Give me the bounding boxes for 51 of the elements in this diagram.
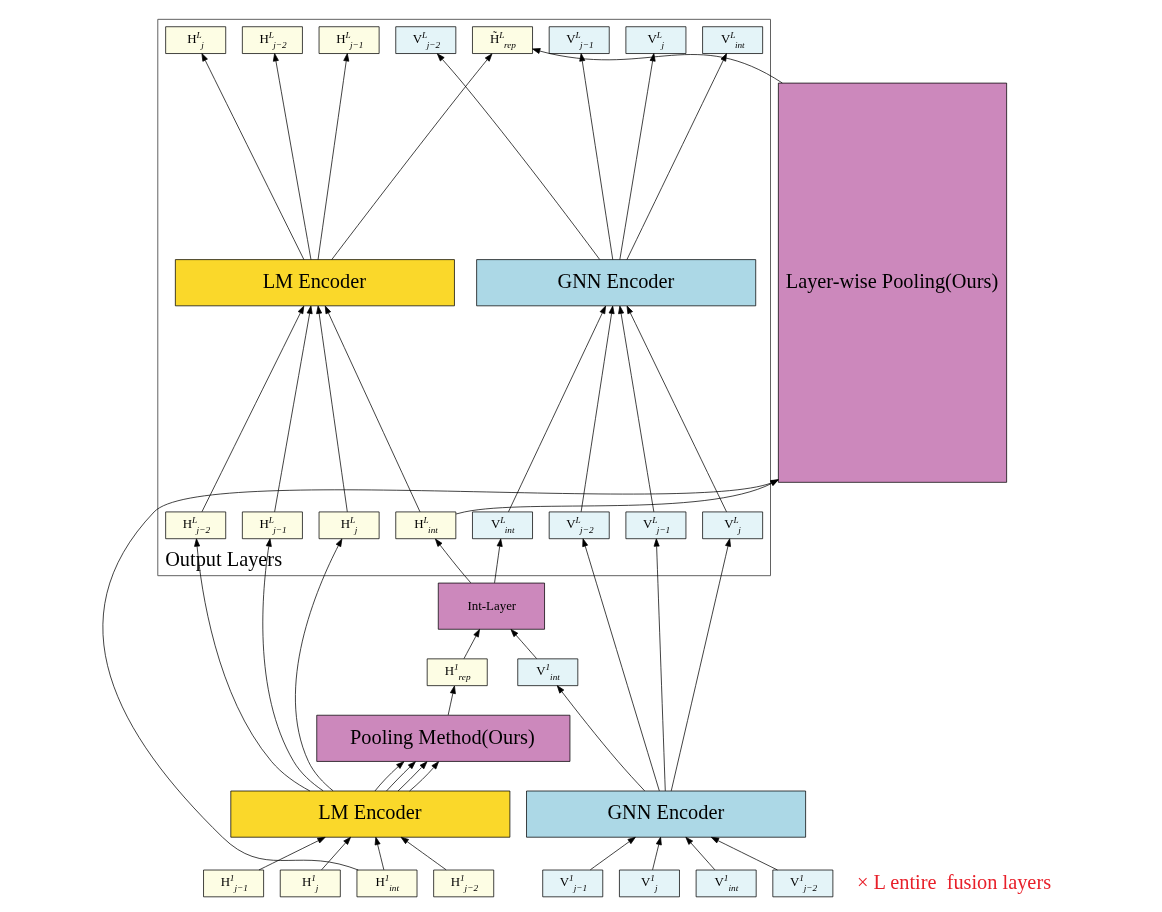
arrow xyxy=(626,53,727,260)
arrow xyxy=(710,836,778,871)
arrow xyxy=(626,305,727,513)
arrow xyxy=(321,836,351,871)
arrow xyxy=(436,53,600,260)
arrow xyxy=(435,538,472,584)
arrow xyxy=(670,538,731,792)
arrow xyxy=(386,761,416,792)
node-box: Pooling Method(Ours) xyxy=(316,714,571,762)
arrow xyxy=(400,836,447,871)
arrow xyxy=(316,305,348,513)
arrow xyxy=(652,836,662,871)
node-box: Layer-wise Pooling(Ours) xyxy=(778,82,1007,483)
arrow xyxy=(685,836,716,871)
arrow xyxy=(409,761,439,792)
arrow xyxy=(463,629,480,659)
arrow xyxy=(556,685,645,792)
arrow xyxy=(102,479,779,871)
label: × L entire fusion layers xyxy=(856,870,1052,893)
arrow xyxy=(653,538,666,792)
node-box: GNN Encoder xyxy=(476,259,757,307)
arrow xyxy=(258,836,326,871)
arrow xyxy=(374,761,405,792)
arrow xyxy=(317,53,350,260)
arrow xyxy=(510,629,537,659)
arrow xyxy=(619,53,656,260)
arrow xyxy=(324,305,421,513)
arrow xyxy=(274,305,313,513)
arrow xyxy=(447,685,456,716)
arrow xyxy=(397,761,428,792)
node-box: LM Encoder xyxy=(175,259,455,307)
arrow xyxy=(532,48,783,84)
arrow xyxy=(579,53,614,260)
arrow xyxy=(331,53,493,260)
arrow xyxy=(455,479,779,515)
arrow xyxy=(194,538,311,792)
arrow xyxy=(580,305,615,513)
node-box: GNN Encoder xyxy=(526,790,806,838)
arrow xyxy=(374,836,385,871)
node-box: LM Encoder xyxy=(230,790,511,838)
arrow xyxy=(618,305,655,513)
arrow xyxy=(201,305,305,513)
node-box: Int-Layer xyxy=(437,582,545,630)
arrow xyxy=(262,538,324,792)
arrow xyxy=(201,53,305,260)
arrow xyxy=(582,538,660,792)
arrow xyxy=(589,836,636,871)
arrow xyxy=(272,53,312,260)
arrow xyxy=(508,305,606,513)
arrow xyxy=(295,538,343,792)
arrow xyxy=(494,538,503,584)
